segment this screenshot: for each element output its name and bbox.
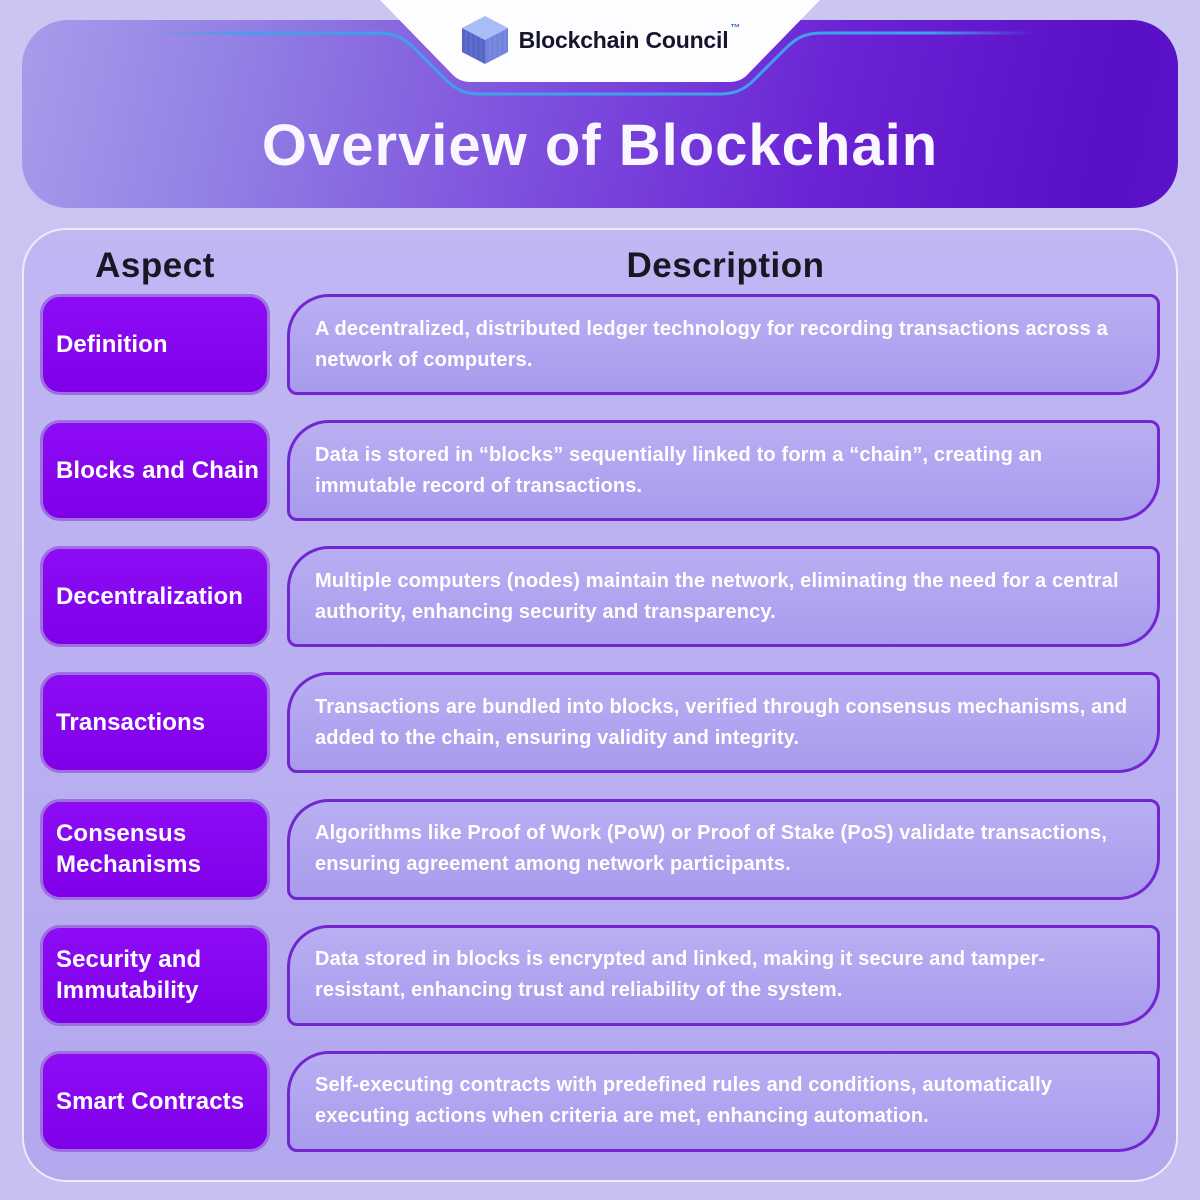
description-card: Transactions are bundled into blocks, ve… bbox=[287, 672, 1160, 774]
column-header-description: Description bbox=[626, 246, 825, 285]
table-row: Blocks and Chain Data is stored in “bloc… bbox=[40, 420, 1160, 522]
table-row: Security and Immutability Data stored in… bbox=[40, 924, 1160, 1026]
aspect-pill: Consensus Mechanisms bbox=[40, 798, 270, 900]
brand-name-text: Blockchain Council bbox=[518, 26, 729, 53]
description-text: A decentralized, distributed ledger tech… bbox=[315, 317, 1108, 371]
aspect-pill: Security and Immutability bbox=[40, 924, 270, 1026]
description-text: Transactions are bundled into blocks, ve… bbox=[315, 695, 1128, 749]
description-card: Self-executing contracts with predefined… bbox=[287, 1050, 1160, 1152]
aspect-label: Decentralization bbox=[56, 583, 243, 611]
column-header-aspect: Aspect bbox=[95, 246, 215, 285]
aspect-pill: Smart Contracts bbox=[40, 1050, 270, 1152]
description-text: Self-executing contracts with predefined… bbox=[315, 1074, 1053, 1128]
aspect-label: Definition bbox=[56, 330, 168, 358]
table-row: Smart Contracts Self-executing contracts… bbox=[40, 1050, 1160, 1152]
aspect-label: Transactions bbox=[56, 709, 206, 737]
aspect-label: Smart Contracts bbox=[56, 1087, 245, 1115]
aspect-pill: Blocks and Chain bbox=[40, 420, 270, 522]
description-card: Data stored in blocks is encrypted and l… bbox=[287, 924, 1160, 1026]
description-text: Algorithms like Proof of Work (PoW) or P… bbox=[315, 822, 1108, 876]
cube-logo-icon bbox=[461, 16, 508, 64]
page-title: Overview of Blockchain bbox=[261, 113, 939, 178]
description-card: Multiple computers (nodes) maintain the … bbox=[287, 546, 1160, 648]
brand-trademark: ™ bbox=[730, 23, 741, 35]
description-text: Data is stored in “blocks” sequentially … bbox=[315, 443, 1043, 497]
description-text: Data stored in blocks is encrypted and l… bbox=[315, 948, 1046, 1002]
table-rows: Definition A decentralized, distributed … bbox=[40, 294, 1160, 1152]
aspect-pill: Definition bbox=[40, 294, 270, 395]
table-row: Definition A decentralized, distributed … bbox=[40, 294, 1160, 395]
aspect-label: Blocks and Chain bbox=[56, 457, 259, 485]
table-row: Decentralization Multiple computers (nod… bbox=[40, 546, 1160, 648]
description-card: Algorithms like Proof of Work (PoW) or P… bbox=[287, 798, 1160, 900]
aspect-label: Consensus Mechanisms bbox=[56, 819, 202, 879]
aspect-label: Security and Immutability bbox=[56, 946, 202, 1005]
aspect-pill: Decentralization bbox=[40, 546, 270, 648]
table-row: Transactions Transactions are bundled in… bbox=[40, 672, 1160, 774]
table-panel: Aspect Description Definition A decentra… bbox=[22, 228, 1178, 1182]
aspect-pill: Transactions bbox=[40, 672, 270, 774]
description-card: Data is stored in “blocks” sequentially … bbox=[287, 420, 1160, 522]
blue-accent-line bbox=[148, 31, 1037, 96]
description-card: A decentralized, distributed ledger tech… bbox=[287, 294, 1160, 395]
description-text: Multiple computers (nodes) maintain the … bbox=[315, 569, 1119, 623]
table-row: Consensus Mechanisms Algorithms like Pro… bbox=[40, 798, 1160, 900]
